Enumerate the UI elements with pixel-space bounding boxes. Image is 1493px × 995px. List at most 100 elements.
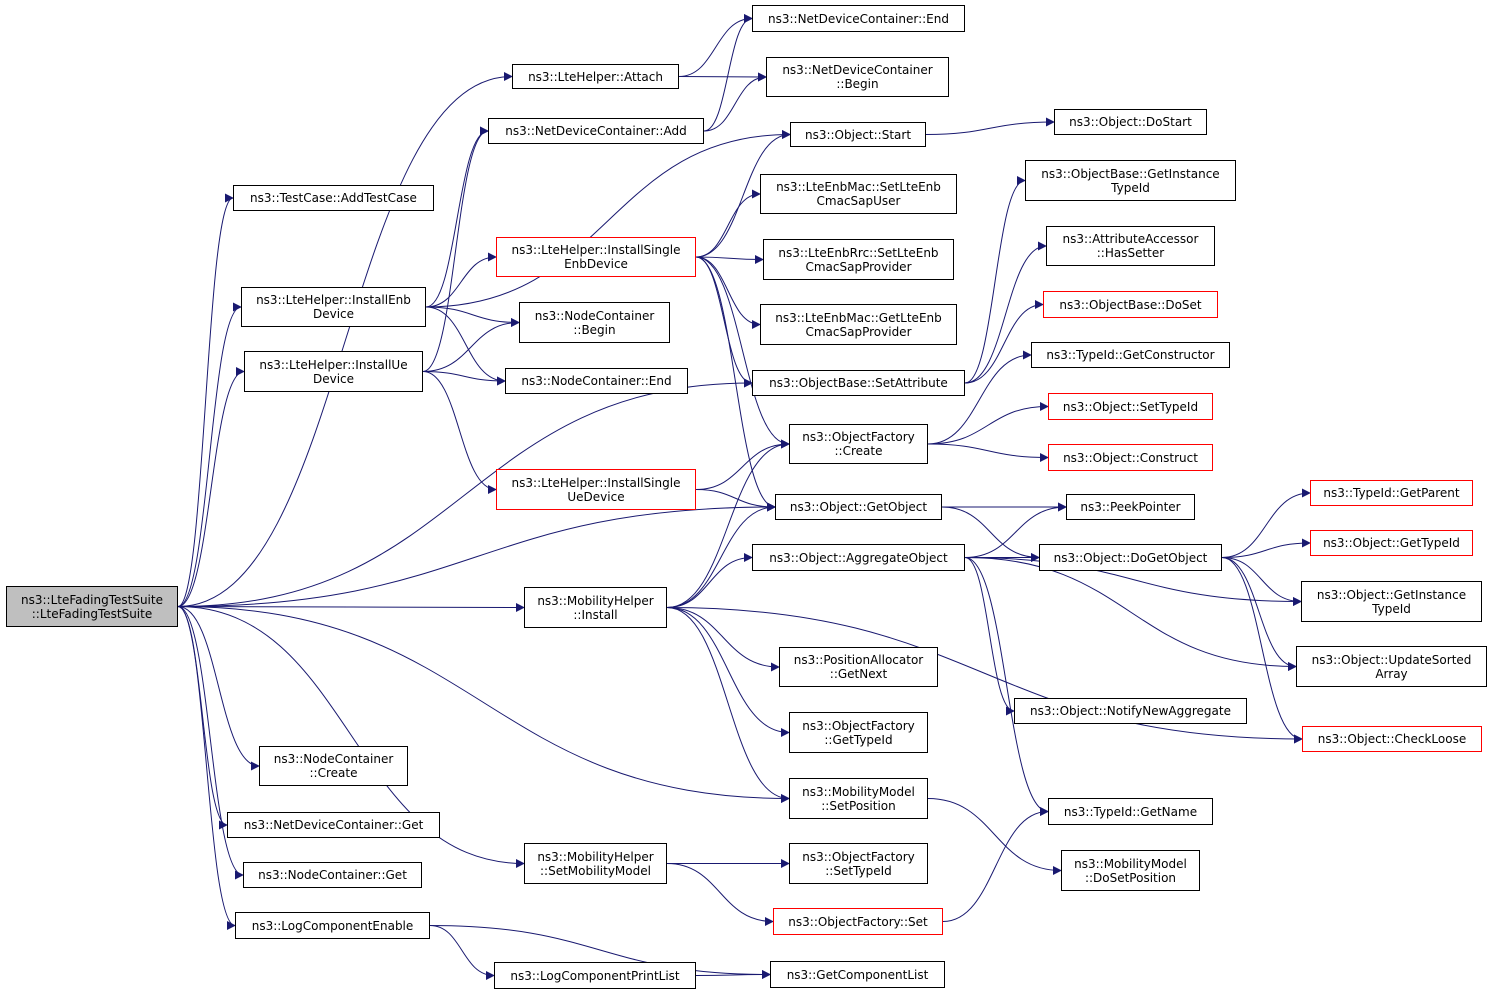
- node-label-line: ns3::ObjectBase::SetAttribute: [769, 376, 948, 390]
- edge-root-to-objectbase-setattribute: [177, 378, 753, 607]
- node-objectfactory-set[interactable]: ns3::ObjectFactory::Set: [773, 908, 943, 935]
- node-label-line: ns3::NetDeviceContainer::End: [767, 11, 949, 26]
- edge-object-start-to-object-dostart: [925, 117, 1055, 135]
- node-label-line: ::DoSetPosition: [1084, 870, 1177, 885]
- node-logcomponentprintlist[interactable]: ns3::LogComponentPrintList: [494, 962, 696, 989]
- node-testcase-addtestcase[interactable]: ns3::TestCase::AddTestCase: [233, 185, 434, 211]
- node-label-line: ns3::NodeContainer: [273, 752, 394, 766]
- node-object-start[interactable]: ns3::Object::Start: [790, 122, 926, 147]
- node-label-line: ns3::GetComponentList: [786, 967, 929, 982]
- node-label-line: ns3::Object::GetObject: [789, 500, 928, 514]
- node-objectfactory-gettypeid[interactable]: ns3::ObjectFactory::GetTypeId: [789, 712, 928, 753]
- edge-ltehelper-installsingleenbdevice-to-object-start: [695, 130, 791, 258]
- node-object-dogetobject[interactable]: ns3::Object::DoGetObject: [1039, 544, 1222, 571]
- node-netdevicecontainer-add[interactable]: ns3::NetDeviceContainer::Add: [488, 118, 704, 144]
- edge-objectfactory-create-to-object-construct: [927, 443, 1049, 462]
- node-object-checkloose[interactable]: ns3::Object::CheckLoose: [1302, 726, 1482, 752]
- edge-ltehelper-installsingleuedevice-to-object-getobject: [695, 489, 776, 512]
- node-label-line: ::Install: [573, 607, 618, 622]
- node-netdevicecontainer-get[interactable]: ns3::NetDeviceContainer::Get: [227, 812, 440, 838]
- node-object-notifynewaggregate[interactable]: ns3::Object::NotifyNewAggregate: [1014, 698, 1247, 724]
- node-nodecontainer-begin[interactable]: ns3::NodeContainer::Begin: [519, 302, 670, 343]
- edge-ltehelper-installenbdevice-to-object-start: [425, 130, 791, 308]
- node-label-line: ns3::LteEnbRrc::SetLteEnb: [778, 245, 939, 260]
- edge-root-to-object-getobject: [177, 502, 776, 607]
- node-label-line: ns3::LteHelper::InstallSingle: [511, 243, 681, 257]
- node-label-line: EnbDevice: [564, 257, 628, 271]
- node-objectbase-doset[interactable]: ns3::ObjectBase::DoSet: [1043, 291, 1218, 318]
- node-root[interactable]: ns3::LteFadingTestSuite::LteFadingTestSu…: [6, 586, 178, 627]
- node-label-line: ns3::TypeId::GetParent: [1323, 486, 1460, 500]
- node-label-line: ::Begin: [573, 322, 616, 337]
- node-label-line: ns3::LteFadingTestSuite: [21, 592, 163, 607]
- node-object-construct[interactable]: ns3::Object::Construct: [1048, 444, 1213, 471]
- node-object-settypeid[interactable]: ns3::Object::SetTypeId: [1048, 393, 1213, 420]
- node-typeid-getname[interactable]: ns3::TypeId::GetName: [1048, 798, 1213, 825]
- node-mobilitymodel-setposition[interactable]: ns3::MobilityModel::SetPosition: [789, 778, 928, 819]
- node-label-line: ::SetTypeId: [825, 863, 892, 878]
- edge-mobilityhelper-setmobilitymodel-to-objectfactory-set: [666, 863, 774, 926]
- node-object-getobject[interactable]: ns3::Object::GetObject: [775, 494, 942, 520]
- edge-objectfactory-create-to-typeid-getconstructor: [927, 350, 1032, 445]
- edge-root-to-mobilityhelper-install: [177, 602, 525, 612]
- edge-ltehelper-installsingleenbdevice-to-objectbase-setattribute: [695, 256, 753, 388]
- node-label-line: ns3::Object::CheckLoose: [1317, 732, 1467, 746]
- node-label-line: ns3::LteHelper::Attach: [528, 69, 663, 84]
- node-label-line: ns3::MobilityHelper: [537, 849, 654, 864]
- node-label-line: CmacSapProvider: [805, 324, 912, 339]
- node-object-aggregateobject[interactable]: ns3::Object::AggregateObject: [752, 544, 965, 571]
- node-label-line: ::HasSetter: [1096, 246, 1165, 260]
- node-label-line: UeDevice: [567, 489, 625, 504]
- node-attributeaccessor-hassetter[interactable]: ns3::AttributeAccessor::HasSetter: [1046, 226, 1215, 266]
- node-label-line: ns3::LteEnbMac::GetLteEnb: [775, 310, 942, 325]
- node-mobilityhelper-install[interactable]: ns3::MobilityHelper::Install: [524, 587, 667, 628]
- edge-object-getobject-to-object-dogetobject: [941, 506, 1040, 562]
- node-typeid-getconstructor[interactable]: ns3::TypeId::GetConstructor: [1031, 342, 1230, 368]
- edge-mobilityhelper-install-to-object-aggregateobject: [666, 553, 753, 608]
- edge-mobilityhelper-install-to-object-getobject: [666, 502, 776, 608]
- node-label-line: ns3::MobilityModel: [1074, 856, 1187, 871]
- node-ltehelper-attach[interactable]: ns3::LteHelper::Attach: [512, 64, 679, 89]
- node-label-line: ns3::Object::GetInstance: [1316, 587, 1467, 602]
- node-nodecontainer-end[interactable]: ns3::NodeContainer::End: [505, 368, 688, 394]
- node-objectbase-setattribute[interactable]: ns3::ObjectBase::SetAttribute: [752, 370, 965, 396]
- node-label-line: ns3::ObjectFactory: [802, 849, 915, 864]
- edge-mobilityhelper-install-to-object-checkloose: [666, 607, 1303, 744]
- edge-root-to-netdevicecontainer-get: [177, 606, 228, 830]
- node-label-line: Array: [1375, 666, 1408, 681]
- node-positionallocator-getnext[interactable]: ns3::PositionAllocator::GetNext: [779, 647, 938, 687]
- node-object-dostart[interactable]: ns3::Object::DoStart: [1054, 109, 1207, 135]
- node-getcomponentlist[interactable]: ns3::GetComponentList: [770, 961, 945, 988]
- node-objectfactory-settypeid[interactable]: ns3::ObjectFactory::SetTypeId: [789, 843, 928, 884]
- node-label-line: ns3::LteHelper::InstallUe: [259, 357, 408, 372]
- node-label-line: ::GetNext: [829, 667, 888, 681]
- node-peekpointer[interactable]: ns3::PeekPointer: [1066, 494, 1195, 520]
- node-mobilitymodel-dosetposition[interactable]: ns3::MobilityModel::DoSetPosition: [1061, 850, 1200, 891]
- node-netdevicecontainer-begin[interactable]: ns3::NetDeviceContainer::Begin: [766, 57, 949, 97]
- node-label-line: ns3::LteHelper::InstallSingle: [511, 475, 681, 490]
- node-label-line: ns3::Object::AggregateObject: [769, 550, 948, 565]
- edge-ltehelper-installsingleenbdevice-to-objectfactory-create: [695, 256, 790, 449]
- node-typeid-getparent[interactable]: ns3::TypeId::GetParent: [1310, 480, 1473, 506]
- node-objectfactory-create[interactable]: ns3::ObjectFactory::Create: [789, 424, 928, 464]
- node-label-line: ns3::Object::SetTypeId: [1062, 399, 1199, 414]
- node-object-gettypeid[interactable]: ns3::Object::GetTypeId: [1310, 530, 1473, 556]
- node-logcomponentenable[interactable]: ns3::LogComponentEnable: [235, 912, 430, 939]
- node-mobilityhelper-setmobilitymodel[interactable]: ns3::MobilityHelper::SetMobilityModel: [524, 843, 667, 884]
- edge-ltehelper-installsingleuedevice-to-objectfactory-create: [695, 439, 790, 490]
- node-netdevicecontainer-end[interactable]: ns3::NetDeviceContainer::End: [752, 5, 965, 32]
- node-nodecontainer-get[interactable]: ns3::NodeContainer::Get: [243, 862, 422, 888]
- node-nodecontainer-create[interactable]: ns3::NodeContainer::Create: [259, 746, 408, 786]
- edge-objectfactory-set-to-typeid-getname: [942, 807, 1049, 922]
